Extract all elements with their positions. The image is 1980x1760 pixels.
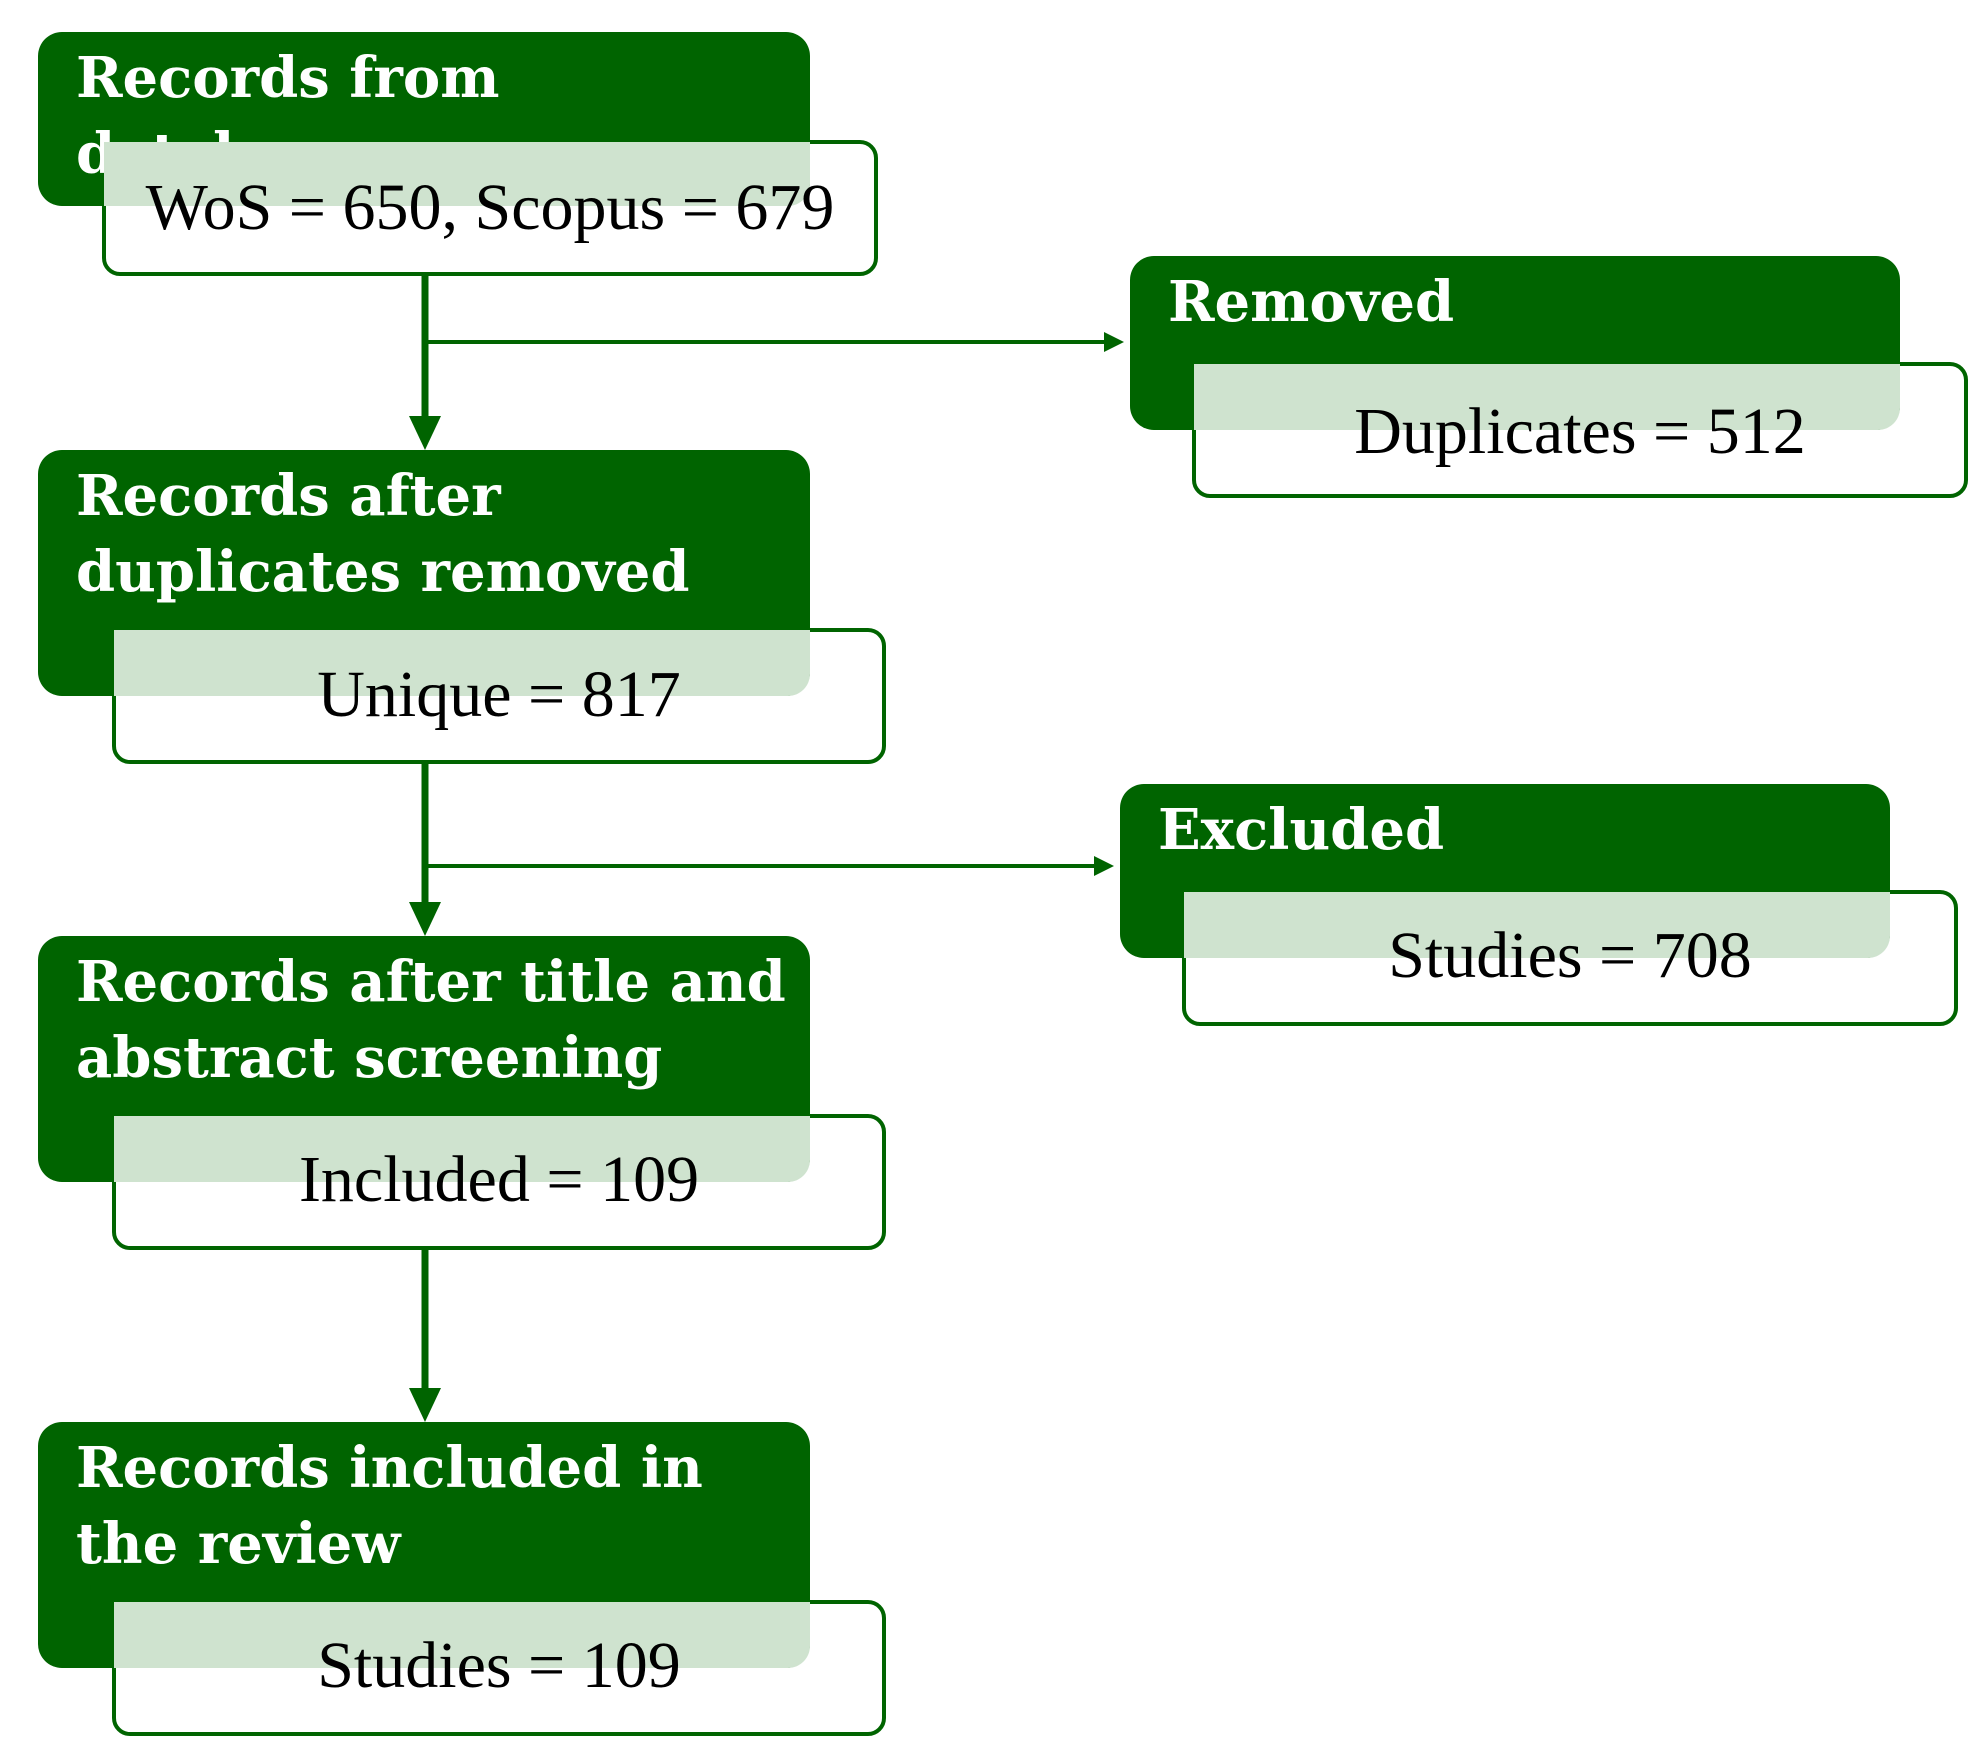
- arrowhead-to-included: [409, 1388, 441, 1422]
- included-overlap: [114, 1602, 810, 1668]
- excluded-detail: Studies = 708: [1388, 919, 1752, 992]
- deduplicated-overlap: [114, 630, 810, 696]
- removed-detail: Duplicates = 512: [1354, 395, 1806, 468]
- arrowhead-to-deduplicated: [409, 416, 441, 450]
- removed-overlap: [1194, 364, 1900, 430]
- screened-detail: Included = 109: [298, 1143, 700, 1216]
- excluded-overlap: [1184, 892, 1890, 958]
- arrowhead-to-screened: [409, 902, 441, 936]
- included-detail: Studies = 109: [317, 1629, 681, 1702]
- arrowhead-to-removed: [1104, 332, 1124, 352]
- screened-overlap: [114, 1116, 810, 1182]
- arrowhead-to-excluded: [1094, 856, 1114, 876]
- identification-detail: WoS = 650, Scopus = 679: [145, 171, 835, 244]
- identification-overlap: [104, 142, 810, 206]
- deduplicated-detail: Unique = 817: [317, 658, 681, 731]
